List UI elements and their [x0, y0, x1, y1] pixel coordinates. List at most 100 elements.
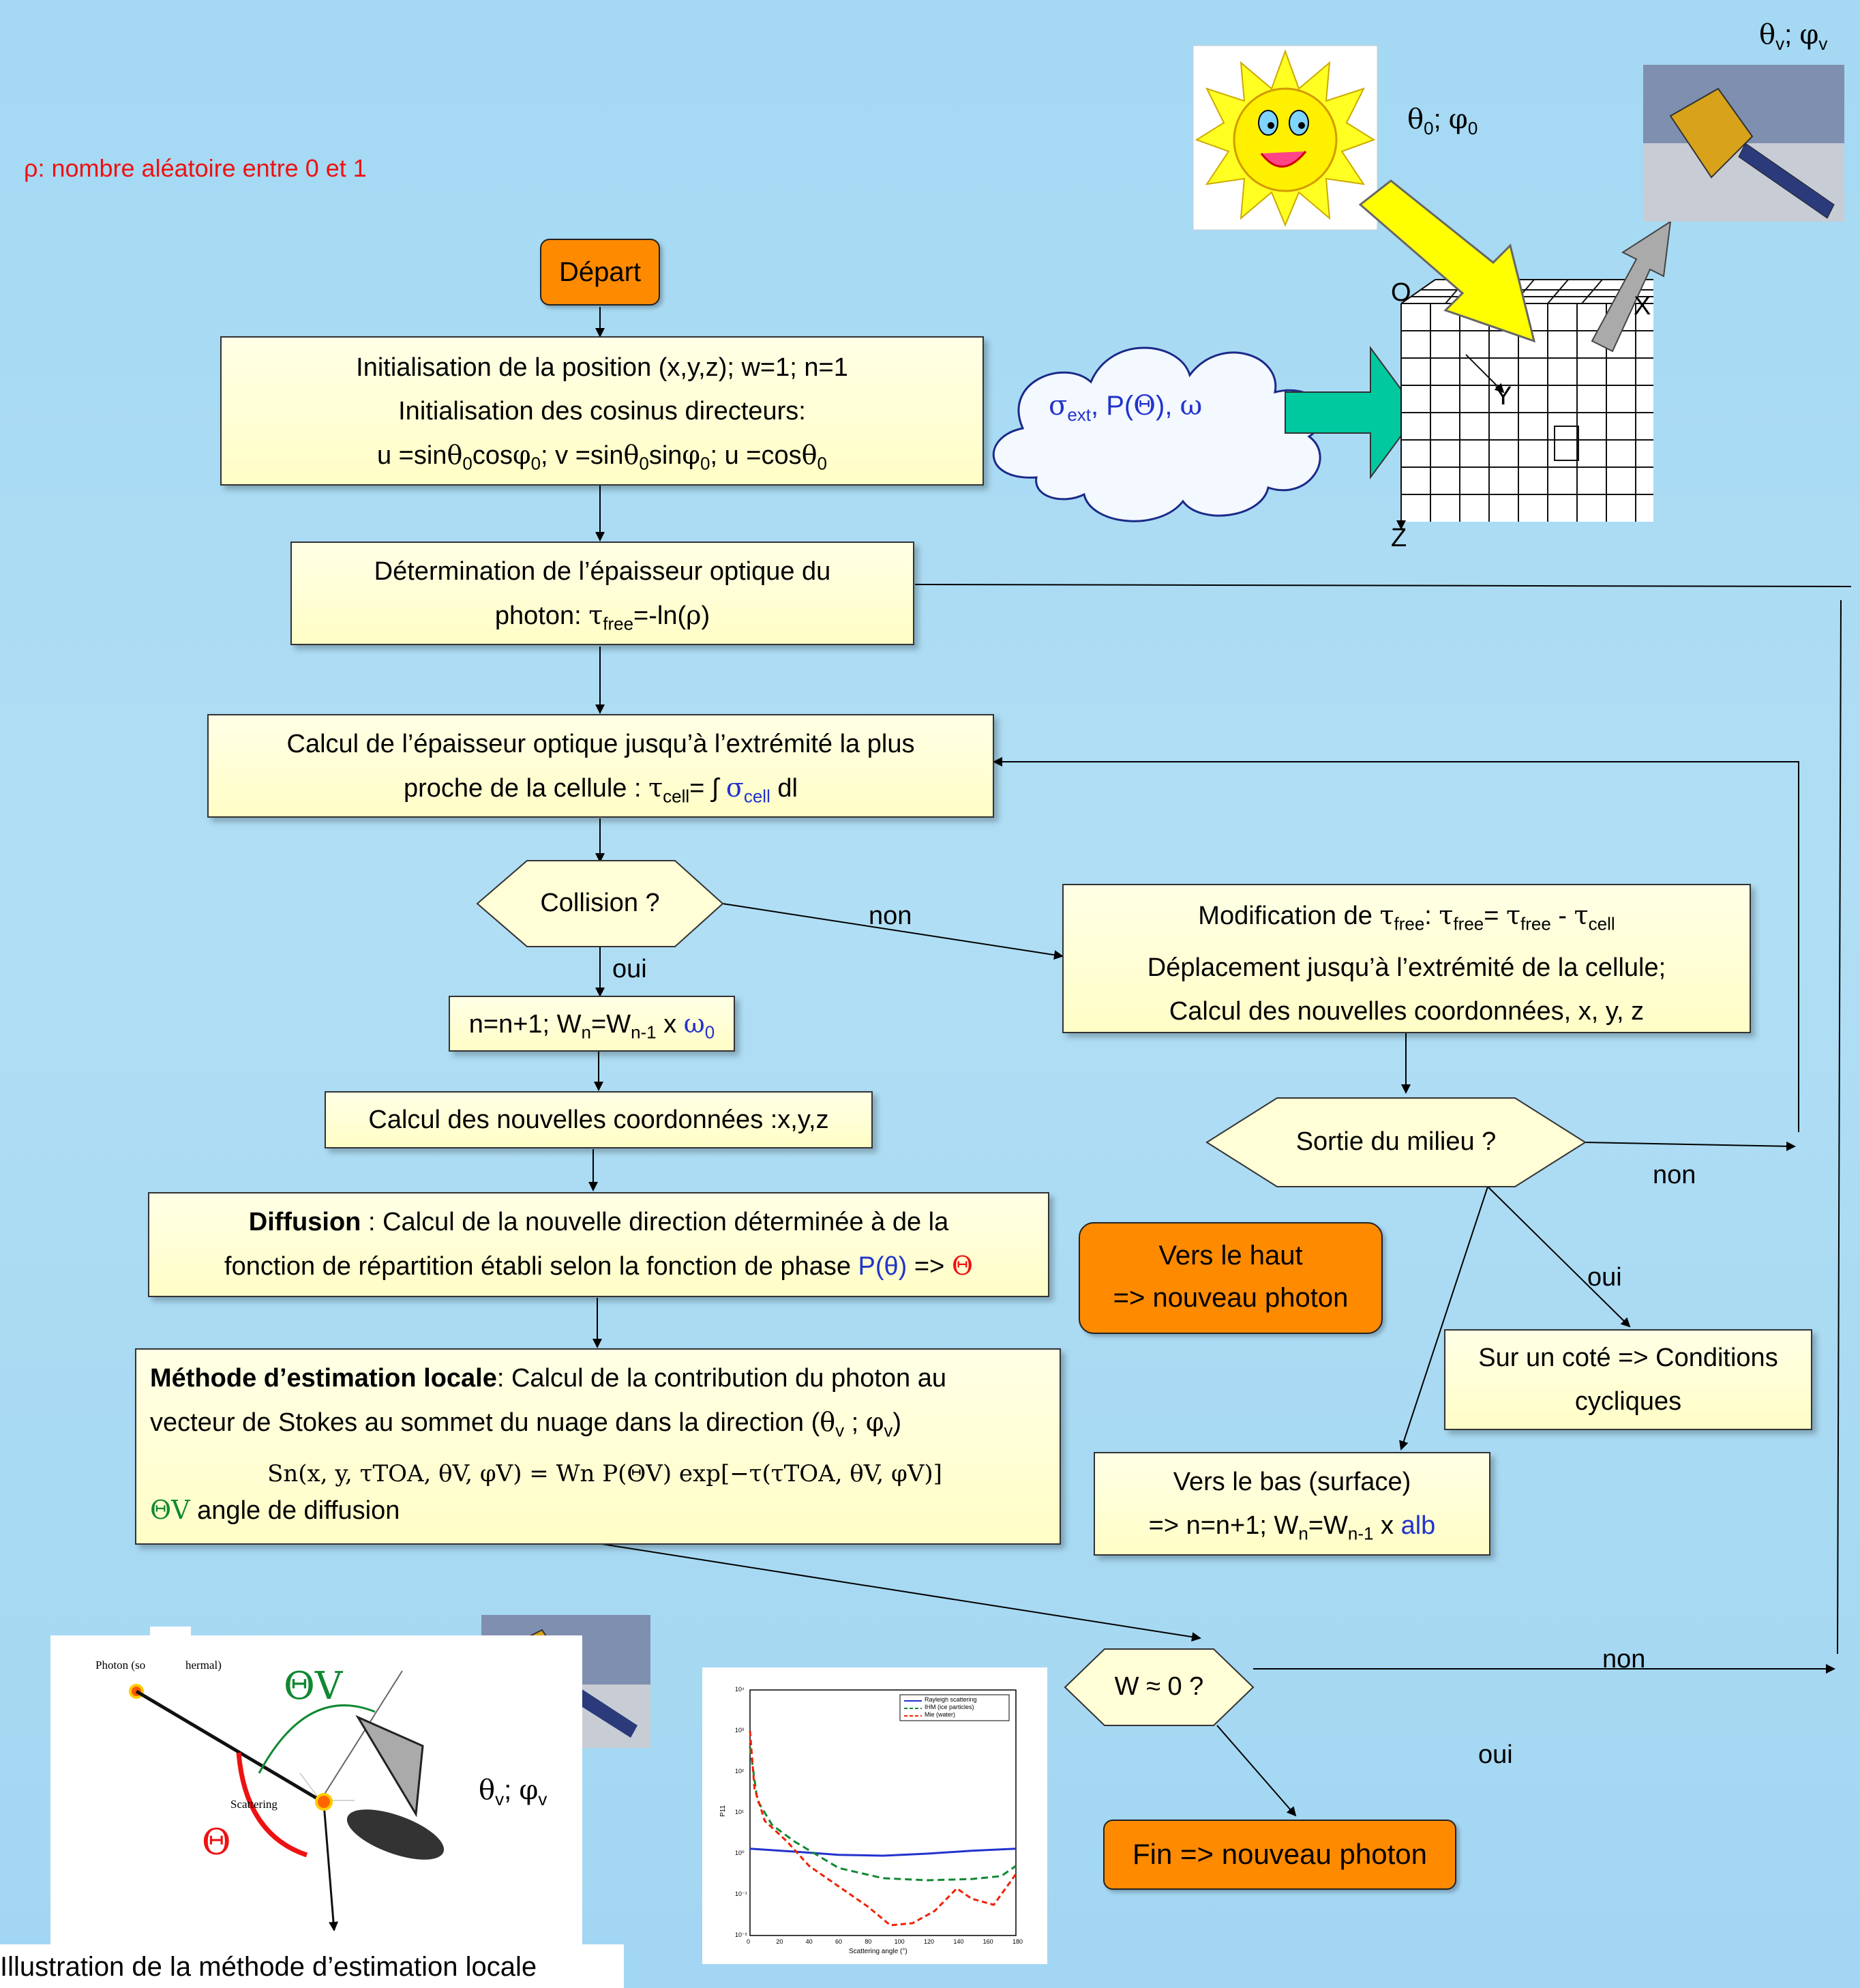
chart-xtick: 0: [747, 1938, 751, 1945]
chart-ytick: 10⁰: [735, 1850, 745, 1856]
chart-xtick: 180: [1012, 1938, 1023, 1945]
phase-chart: [702, 1667, 1047, 1964]
local-estimation-box: Méthode d’estimation locale: Calcul de l…: [135, 1348, 1061, 1545]
chart-ytick: 10⁻¹: [735, 1890, 747, 1897]
tau-free-line2: photon: τfree=-ln(ρ): [494, 600, 710, 634]
chart-xtick: 60: [835, 1938, 843, 1945]
sortie-hexagon: [1205, 1097, 1587, 1187]
init-line3: u =sinθ0cosφ0; v =sinθ0sinφ0; u =cosθ0: [376, 440, 827, 474]
illus-theta-v: ΘV: [284, 1664, 343, 1708]
init-box: Initialisation de la position (x,y,z); w…: [220, 336, 984, 486]
sun-icon: [1192, 45, 1378, 231]
illustration-caption: Illustration de la méthode d’estimation …: [0, 1952, 537, 1982]
diffusion-line2: fonction de répartition établi selon la …: [149, 1244, 1048, 1288]
chart-xtick: 160: [982, 1938, 993, 1945]
chart-xtick: 40: [805, 1938, 813, 1945]
chart-series-group: [749, 1700, 1017, 1927]
w-oui: oui: [1478, 1740, 1513, 1769]
diffusion-bold: Diffusion: [248, 1208, 361, 1236]
chart-xtick: 120: [924, 1938, 935, 1945]
illus-scattering-label: Scattering: [230, 1798, 278, 1811]
chart-ytick: 10⁴: [735, 1686, 745, 1693]
fin-box: Fin => nouveau photon: [1103, 1820, 1456, 1890]
cloud-icon: [992, 346, 1324, 522]
chart-ytick: 10³: [735, 1727, 745, 1734]
stokes-formula: Sn(x, y, τTOA, θV, φV) = Wn P(ΘV) exp[−τ…: [267, 1459, 942, 1487]
diffusion-text2: fonction de répartition établi selon la …: [224, 1252, 858, 1281]
vers-bas-box: Vers le bas (surface) => n=n+1; Wn=Wn-1 …: [1094, 1452, 1490, 1556]
illus-theta: Θ: [202, 1822, 231, 1863]
tau-free-line1: Détermination de l’épaisseur optique du: [374, 557, 831, 586]
sortie-non: non: [1653, 1161, 1696, 1189]
illus-photon-label: Photon (so: [95, 1659, 146, 1672]
diffusion-box: Diffusion : Calcul de la nouvelle direct…: [148, 1192, 1049, 1297]
axis-z: Z: [1391, 524, 1407, 552]
chart-xtick: 100: [894, 1938, 905, 1945]
tau-free-box: Détermination de l’épaisseur optique du …: [290, 541, 914, 645]
vers-haut-line2: => nouveau photon: [1113, 1283, 1349, 1313]
illustration-panel: [0, 1627, 624, 1988]
chart-legend-label: IHM (ice particles): [925, 1704, 974, 1710]
collision-oui: oui: [612, 955, 647, 983]
collision-hexagon: [476, 860, 724, 947]
chart-xtick: 140: [953, 1938, 964, 1945]
collision-label: Collision ?: [540, 889, 660, 917]
diffusion-arrow: =>: [907, 1252, 952, 1281]
view-arrow-icon: [1591, 220, 1672, 353]
chart-series-line: [749, 1747, 1017, 1882]
weight-box: n=n+1; Wn=Wn-1 x ω0: [449, 996, 735, 1052]
chart-xtick: 20: [776, 1938, 783, 1945]
chart-ylabel: P11: [719, 1805, 728, 1818]
sun-ray-arrow-icon: [1358, 179, 1536, 343]
cloud-label: σext, P(Θ), ω: [1049, 390, 1203, 425]
vers-bas-line2: => n=n+1; Wn=Wn-1 x alb: [1148, 1511, 1436, 1544]
cote-box: Sur un coté => Conditions cycliques: [1444, 1329, 1812, 1430]
collision-non: non: [869, 902, 912, 930]
theta-v-symbol: ΘV: [150, 1494, 190, 1525]
tau-cell-line2: proche de la cellule : τcell= ∫ σcell dl: [404, 773, 798, 807]
sun-angles: θ0; φ0: [1407, 104, 1478, 138]
chart-ytick: 10⁻²: [735, 1931, 747, 1938]
local-text3: angle de diffusion: [190, 1496, 400, 1525]
chart-xlabel: Scattering angle (°): [849, 1948, 907, 1955]
illus-sat-angles: θv; φv: [479, 1775, 548, 1809]
cote-line1: Sur un coté => Conditions: [1478, 1344, 1778, 1372]
sat-angles: θv; φv: [1759, 19, 1828, 54]
chart-legend-label: Mie (water): [925, 1711, 956, 1718]
init-line2: Initialisation des cosinus directeurs:: [398, 397, 806, 426]
axis-x: X: [1634, 292, 1651, 321]
vers-haut-line1: Vers le haut: [1158, 1241, 1303, 1271]
sortie-label: Sortie du milieu ?: [1295, 1127, 1497, 1156]
phase-function: P(θ): [858, 1252, 907, 1281]
tau-cell-line1: Calcul de l’épaisseur optique jusqu’à l’…: [286, 730, 915, 758]
vers-bas-line1: Vers le bas (surface): [1173, 1468, 1411, 1496]
modif-line3: Calcul des nouvelles coordonnées, x, y, …: [1169, 996, 1645, 1026]
sortie-oui: oui: [1587, 1263, 1622, 1292]
chart-series-line: [749, 1848, 1017, 1857]
chart-legend-label: Rayleigh scattering: [925, 1696, 977, 1703]
w-test-label: W ≈ 0 ?: [1114, 1672, 1204, 1701]
modif-line1: Modification de τfree: τfree= τfree - τc…: [1198, 900, 1615, 934]
w-test-hexagon: [1064, 1648, 1255, 1726]
chart-xtick: 80: [865, 1938, 872, 1945]
satellite-icon: [1643, 65, 1844, 222]
init-line1: Initialisation de la position (x,y,z); w…: [356, 353, 848, 382]
tau-cell-box: Calcul de l’épaisseur optique jusqu’à l’…: [207, 714, 994, 818]
axis-o: O: [1391, 278, 1411, 307]
local-line1: Méthode d’estimation locale: Calcul de l…: [150, 1356, 1060, 1400]
local-bold: Méthode d’estimation locale: [150, 1364, 497, 1393]
modification-box: Modification de τfree: τfree= τfree - τc…: [1062, 884, 1751, 1033]
w-non: non: [1602, 1645, 1646, 1674]
local-line2: vecteur de Stokes au sommet du nuage dan…: [150, 1407, 902, 1441]
random-note: ρ: nombre aléatoire entre 0 et 1: [24, 154, 367, 182]
start-node: Départ: [540, 239, 660, 306]
chart-plot-area: [749, 1689, 1017, 1936]
diffusion-text1: : Calcul de la nouvelle direction déterm…: [361, 1208, 949, 1236]
modif-line2: Déplacement jusqu’à l’extrémité de la ce…: [1147, 953, 1666, 982]
chart-series-line: [749, 1730, 1017, 1927]
chart-ytick: 10²: [735, 1768, 745, 1775]
teal-arrow-icon: [1285, 345, 1420, 480]
chart-ytick: 10¹: [735, 1809, 745, 1815]
diffusion-line1: Diffusion : Calcul de la nouvelle direct…: [149, 1200, 1048, 1244]
